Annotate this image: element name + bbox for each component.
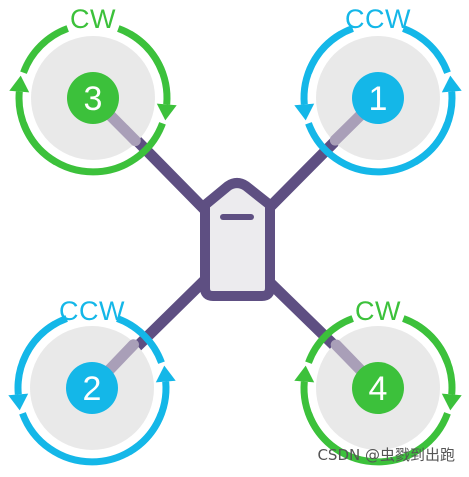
rotation-arc: [305, 122, 451, 176]
motor-hub: [352, 72, 404, 124]
rotation-arc: [117, 25, 166, 74]
rotation-arrowhead: [155, 365, 176, 383]
rotation-arrowhead: [294, 103, 315, 121]
flight-controller-body: [200, 178, 275, 301]
rotation-arc: [20, 25, 69, 74]
rotation-arc: [305, 412, 451, 466]
rotation-arc: [20, 122, 166, 176]
rotation-arc: [305, 25, 354, 74]
watermark-text: CSDN @虫戮到出跑: [317, 446, 455, 464]
motor-number: 2: [83, 370, 102, 408]
rotation-arc: [116, 315, 165, 364]
motor-1: 1 CCW: [294, 4, 462, 176]
motor-hub: [66, 362, 118, 414]
rotation-direction-label: CW: [355, 296, 401, 326]
rotation-arc: [305, 315, 354, 364]
rotation-direction-label: CW: [70, 4, 116, 34]
rotation-arrowhead: [8, 393, 29, 411]
motor-3: 3 CW: [9, 4, 177, 176]
rotation-arc: [402, 25, 451, 74]
motor-hub: [352, 362, 404, 414]
motor-2: 2 CCW: [8, 296, 176, 466]
rotation-arrowhead: [441, 75, 462, 93]
rotation-direction-label: CCW: [59, 296, 125, 326]
rotation-arc: [19, 315, 68, 364]
rotation-arrowhead: [294, 365, 315, 383]
rotation-direction-label: CCW: [345, 4, 411, 34]
body-shape: [200, 178, 275, 301]
rotation-arrowhead: [441, 393, 462, 411]
rotation-arc: [402, 315, 451, 364]
motor-number: 3: [84, 80, 103, 118]
motor-hub: [67, 72, 119, 124]
rotation-arc: [19, 412, 165, 466]
motor-4: 4 CW: [294, 296, 462, 466]
rotation-arrowhead: [156, 103, 177, 121]
rotation-arrowhead: [9, 75, 30, 93]
motor-number: 1: [369, 80, 388, 118]
motor-number: 4: [369, 370, 388, 408]
